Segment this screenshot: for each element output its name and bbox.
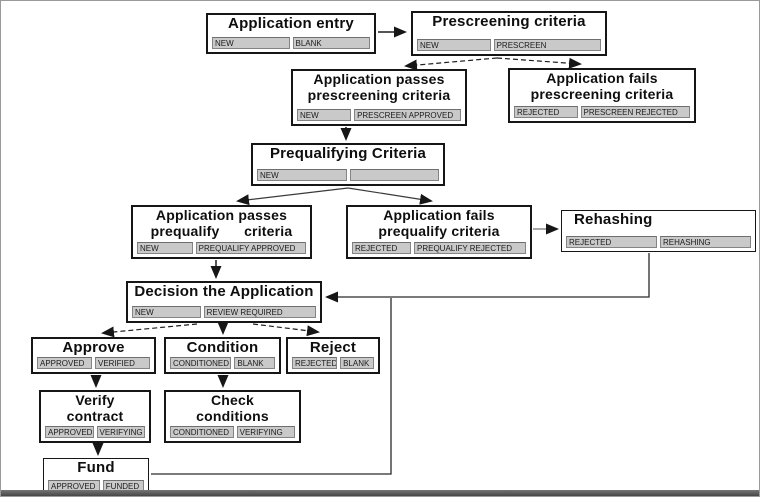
node-title: Application passes prescreening criteria [307,71,451,103]
status-fields: NEW PRESCREEN [413,39,605,54]
node-fails-prescreening[interactable]: Application fails prescreening criteria … [508,68,696,123]
bottom-scrollbar[interactable] [1,490,759,496]
status-field: CONDITIONED [170,357,232,369]
status-fields: APPROVED VERIFIED [33,357,154,372]
status-field: PRESCREEN REJECTED [580,106,690,118]
node-fund[interactable]: Fund APPROVED FUNDED [43,458,149,496]
status-fields: CONDITIONED VERIFYING [166,426,299,441]
node-title: Check conditions [196,392,269,424]
status-field: VERIFYING [96,426,145,438]
node-rehashing[interactable]: Rehashing REJECTED REHASHING [561,210,756,252]
node-fails-prequalify[interactable]: Application fails prequalify criteria RE… [346,205,532,259]
conn-prescreening-to-passes [404,57,498,71]
conn-rehashing-to-decision [325,253,650,303]
status-fields: NEW [253,169,443,184]
status-field: NEW [297,109,352,121]
status-field: APPROVED [37,357,92,369]
status-field: NEW [137,242,193,254]
status-field: VERIFYING [236,426,295,438]
status-fields: REJECTED PRESCREEN REJECTED [510,106,694,121]
status-field: CONDITIONED [170,426,234,438]
node-title: Application entry [228,15,354,32]
status-fields: NEW BLANK [208,37,374,52]
status-fields: APPROVED VERIFYING [41,426,149,441]
status-field: REJECTED [352,242,411,254]
node-decision-the-application[interactable]: Decision the Application NEW REVIEW REQU… [126,281,322,323]
node-title: Approve [62,339,125,356]
status-field: REVIEW REQUIRED [203,306,316,318]
status-fields: REJECTED PREQUALIFY REJECTED [348,242,530,257]
node-verify-contract[interactable]: Verify contract APPROVED VERIFYING [39,390,151,443]
node-prequalifying-criteria[interactable]: Prequalifying Criteria NEW [251,143,445,186]
status-field: REJECTED [514,106,578,118]
status-fields: REJECTED REHASHING [562,236,755,251]
conn-prequalifying-to-passes [236,187,349,206]
status-fields: NEW PRESCREEN APPROVED [293,109,465,124]
status-field: NEW [417,39,491,51]
status-fields: CONDITIONED BLANK [166,357,279,372]
status-field: REHASHING [660,236,751,248]
node-title: Application fails prequalify criteria [378,207,500,239]
node-title: Application passes prequalify criteria [150,207,293,239]
node-title: Prequalifying Criteria [269,145,427,162]
conn-prequalifying-to-fails [347,187,433,205]
status-fields: NEW REVIEW REQUIRED [128,306,320,321]
node-title: Decision the Application [134,283,314,300]
status-field: BLANK [234,357,275,369]
status-field: NEW [257,169,347,181]
node-title: Rehashing [574,211,653,228]
node-approve[interactable]: Approve APPROVED VERIFIED [31,337,156,374]
status-field: BLANK [292,37,370,49]
node-title: Application fails prescreening criteria [530,70,674,102]
node-title: Reject [309,339,357,356]
status-field: PREQUALIFY REJECTED [414,242,526,254]
conn-fund-loopback [151,298,392,475]
node-title: Verify contract [66,392,124,424]
status-field: VERIFIED [95,357,150,369]
status-field: NEW [132,306,201,318]
status-fields: REJECTED BLANK [288,357,378,372]
status-field: NEW [212,37,290,49]
status-field: PRESCREEN APPROVED [354,109,461,121]
node-condition[interactable]: Condition CONDITIONED BLANK [164,337,281,374]
status-field: REJECTED [292,357,338,369]
node-reject[interactable]: Reject REJECTED BLANK [286,337,380,374]
status-field: APPROVED [45,426,94,438]
conn-decision-to-approve [101,323,198,338]
node-passes-prescreening[interactable]: Application passes prescreening criteria… [291,69,467,126]
node-title: Condition [186,339,259,356]
conn-decision-to-reject [252,323,320,337]
status-fields: APPROVED FUNDED [44,480,148,495]
conn-prescreening-to-fails [496,57,582,69]
node-prescreening-criteria[interactable]: Prescreening criteria NEW PRESCREEN [411,11,607,56]
status-field: PRESCREEN [493,39,601,51]
status-fields: NEW PREQUALIFY APPROVED [133,242,310,257]
status-field: REJECTED [566,236,657,248]
node-title: Fund [77,459,115,476]
status-field [349,169,439,181]
node-title: Prescreening criteria [432,13,586,30]
status-field: PREQUALIFY APPROVED [195,242,306,254]
node-passes-prequalify[interactable]: Application passes prequalify criteria N… [131,205,312,259]
node-application-entry[interactable]: Application entry NEW BLANK [206,13,376,54]
status-field: BLANK [340,357,374,369]
node-check-conditions[interactable]: Check conditions CONDITIONED VERIFYING [164,390,301,443]
